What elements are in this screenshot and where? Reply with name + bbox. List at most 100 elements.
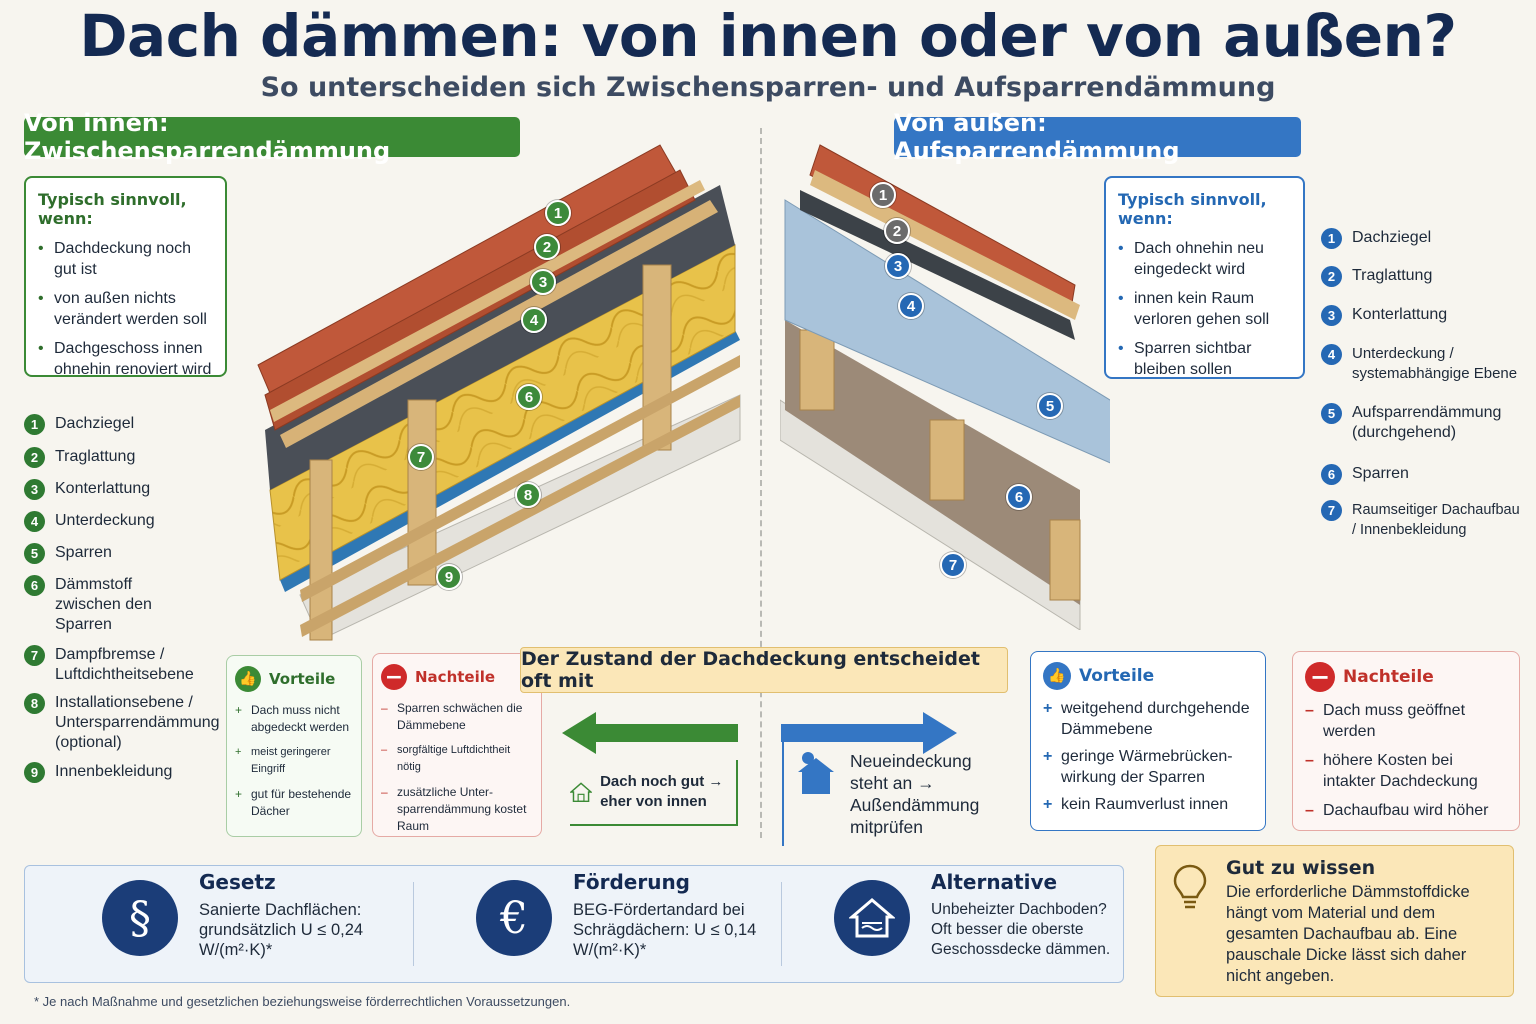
right-when-item: •innen kein Raum verloren gehen soll bbox=[1118, 290, 1270, 328]
left-pros-item: +meist geringerer Eingriff bbox=[235, 746, 331, 775]
arrow-left-green bbox=[562, 712, 738, 754]
left-roof-illustration bbox=[257, 144, 741, 641]
bottom-divider bbox=[413, 882, 414, 966]
left-hint-text: Dach noch gut → eher von innen bbox=[600, 773, 724, 810]
right-marker: 3 bbox=[885, 253, 911, 279]
right-when-item: •Dach ohnehin neu eingedeckt wird bbox=[1118, 240, 1264, 278]
right-cons-item: –Dachaufbau wird höher bbox=[1305, 802, 1489, 819]
lightbulb-icon bbox=[1173, 864, 1207, 909]
right-cons-card: − Nachteile –Dach muss geöffnet werden –… bbox=[1292, 651, 1520, 831]
right-when-list: •Dach ohnehin neu eingedeckt wird •innen… bbox=[1118, 238, 1291, 380]
rafter-right-1 bbox=[799, 329, 835, 411]
tip-title: Gut zu wissen bbox=[1226, 857, 1376, 879]
left-pros-title: Vorteile bbox=[269, 670, 336, 688]
right-marker: 5 bbox=[1037, 393, 1063, 419]
right-banner: Von außen: Aufsparrendämmung bbox=[894, 109, 1301, 165]
left-cons-title: Nachteile bbox=[415, 668, 496, 686]
center-divider bbox=[760, 128, 762, 838]
left-pros-card: 👍 Vorteile +Dach muss nicht abgedeckt we… bbox=[226, 655, 362, 837]
left-when-item: •Dachgeschoss innen ohnehin renoviert wi… bbox=[38, 340, 212, 378]
alternative-text: Unbeheizter Dachboden? Oft besser die ob… bbox=[931, 901, 1111, 958]
left-hint-box: Dach noch gut → eher von innen bbox=[570, 760, 738, 826]
page-title: Dach dämmen: von innen oder von außen? bbox=[79, 2, 1457, 70]
rafter-right-3 bbox=[1049, 519, 1081, 601]
law-title: Gesetz bbox=[199, 870, 276, 894]
house-tools-icon bbox=[798, 752, 834, 794]
footnote: * Je nach Maßnahme und gesetzlichen bezi… bbox=[34, 994, 571, 1009]
left-marker: 7 bbox=[408, 444, 434, 470]
left-when-list: •Dachdeckung noch gut ist •von außen nic… bbox=[38, 238, 213, 380]
left-marker: 9 bbox=[436, 564, 462, 590]
right-pros-title: Vorteile bbox=[1079, 666, 1155, 686]
minus-icon: − bbox=[1305, 662, 1335, 692]
right-cons-item: –höhere Kosten bei intakter Dachdeckung bbox=[1305, 752, 1478, 790]
bottom-divider bbox=[781, 882, 782, 966]
funding-title: Förderung bbox=[573, 870, 690, 894]
bottom-info-panel bbox=[24, 865, 1124, 983]
page-subtitle: So unterscheiden sich Zwischensparren- u… bbox=[260, 72, 1276, 103]
rafter-left-1 bbox=[407, 399, 437, 586]
left-cons-list: –Sparren schwächen die Dämmebene –sorgfä… bbox=[381, 700, 533, 835]
right-cons-list: –Dach muss geöffnet werden –höhere Koste… bbox=[1305, 700, 1507, 821]
right-pros-item: +kein Raumverlust innen bbox=[1043, 796, 1229, 813]
funding-block: Förderung BEG-Fördertandard bei Schrägdä… bbox=[573, 870, 773, 982]
funding-text: BEG-Fördertandard bei Schrägdächern: U ≤… bbox=[573, 901, 757, 959]
right-hint-box: Neueindeckung steht an → Außendämmung mi… bbox=[782, 742, 992, 846]
alternative-title: Alternative bbox=[931, 870, 1058, 894]
attic-house-icon bbox=[834, 880, 910, 956]
right-marker: 6 bbox=[1006, 484, 1032, 510]
left-when-title: Typisch sinnvoll, wenn: bbox=[38, 190, 187, 228]
right-cons-title: Nachteile bbox=[1343, 667, 1434, 687]
left-cons-card: − Nachteile –Sparren schwächen die Dämme… bbox=[372, 653, 542, 837]
right-marker: 2 bbox=[884, 218, 910, 244]
left-marker: 3 bbox=[530, 269, 556, 295]
minus-icon: − bbox=[381, 664, 407, 690]
rafter-left-2 bbox=[642, 264, 672, 451]
paragraph-icon: § bbox=[102, 880, 178, 956]
right-cons-item: –Dach muss geöffnet werden bbox=[1305, 702, 1466, 740]
law-text: Sanierte Dachflächen: grundsätzlich U ≤ … bbox=[199, 901, 364, 959]
right-when-card: Typisch sinnvoll, wenn: •Dach ohnehin ne… bbox=[1104, 176, 1305, 379]
right-hint-text: Neueindeckung steht an → Außendämmung mi… bbox=[850, 751, 980, 837]
arrow-right-blue bbox=[781, 712, 957, 754]
left-when-card: Typisch sinnvoll, wenn: •Dachdeckung noc… bbox=[24, 176, 227, 380]
euro-icon: € bbox=[476, 880, 552, 956]
thumbs-up-icon: 👍 bbox=[235, 666, 261, 692]
left-marker: 1 bbox=[545, 200, 571, 226]
right-pros-card: 👍 Vorteile +weitgehend durchgehende Dämm… bbox=[1030, 651, 1266, 831]
tip-text: Die erforderliche Dämmstoffdicke hängt v… bbox=[1226, 883, 1470, 985]
right-pros-item: +weitgehend durchgehende Dämmebene bbox=[1043, 700, 1250, 738]
left-banner: Von innen: Zwischensparrendämmung bbox=[24, 109, 520, 165]
rafter-left-3 bbox=[309, 459, 333, 641]
law-block: Gesetz Sanierte Dachflächen: grundsätzli… bbox=[199, 870, 404, 982]
right-pros-list: +weitgehend durchgehende Dämmebene +geri… bbox=[1043, 698, 1253, 815]
tip-box bbox=[1155, 845, 1514, 997]
left-when-item: •von außen nichts verändert werden soll bbox=[38, 290, 207, 328]
left-when-item: •Dachdeckung noch gut ist bbox=[38, 240, 191, 278]
left-cons-item: –zusätzliche Unter-sparrendämmung kostet… bbox=[381, 785, 527, 833]
left-marker: 6 bbox=[516, 384, 542, 410]
left-marker: 2 bbox=[534, 234, 560, 260]
condition-banner: Der Zustand der Dachdeckung entscheidet … bbox=[520, 647, 1008, 693]
left-pros-item: +Dach muss nicht abgedeckt werden bbox=[235, 703, 350, 734]
house-icon bbox=[570, 782, 593, 803]
left-marker: 8 bbox=[515, 482, 541, 508]
rafter-right-2 bbox=[929, 419, 965, 501]
right-marker: 4 bbox=[898, 293, 924, 319]
left-marker: 4 bbox=[521, 307, 547, 333]
right-when-item: •Sparren sichtbar bleiben sollen bbox=[1118, 340, 1252, 378]
